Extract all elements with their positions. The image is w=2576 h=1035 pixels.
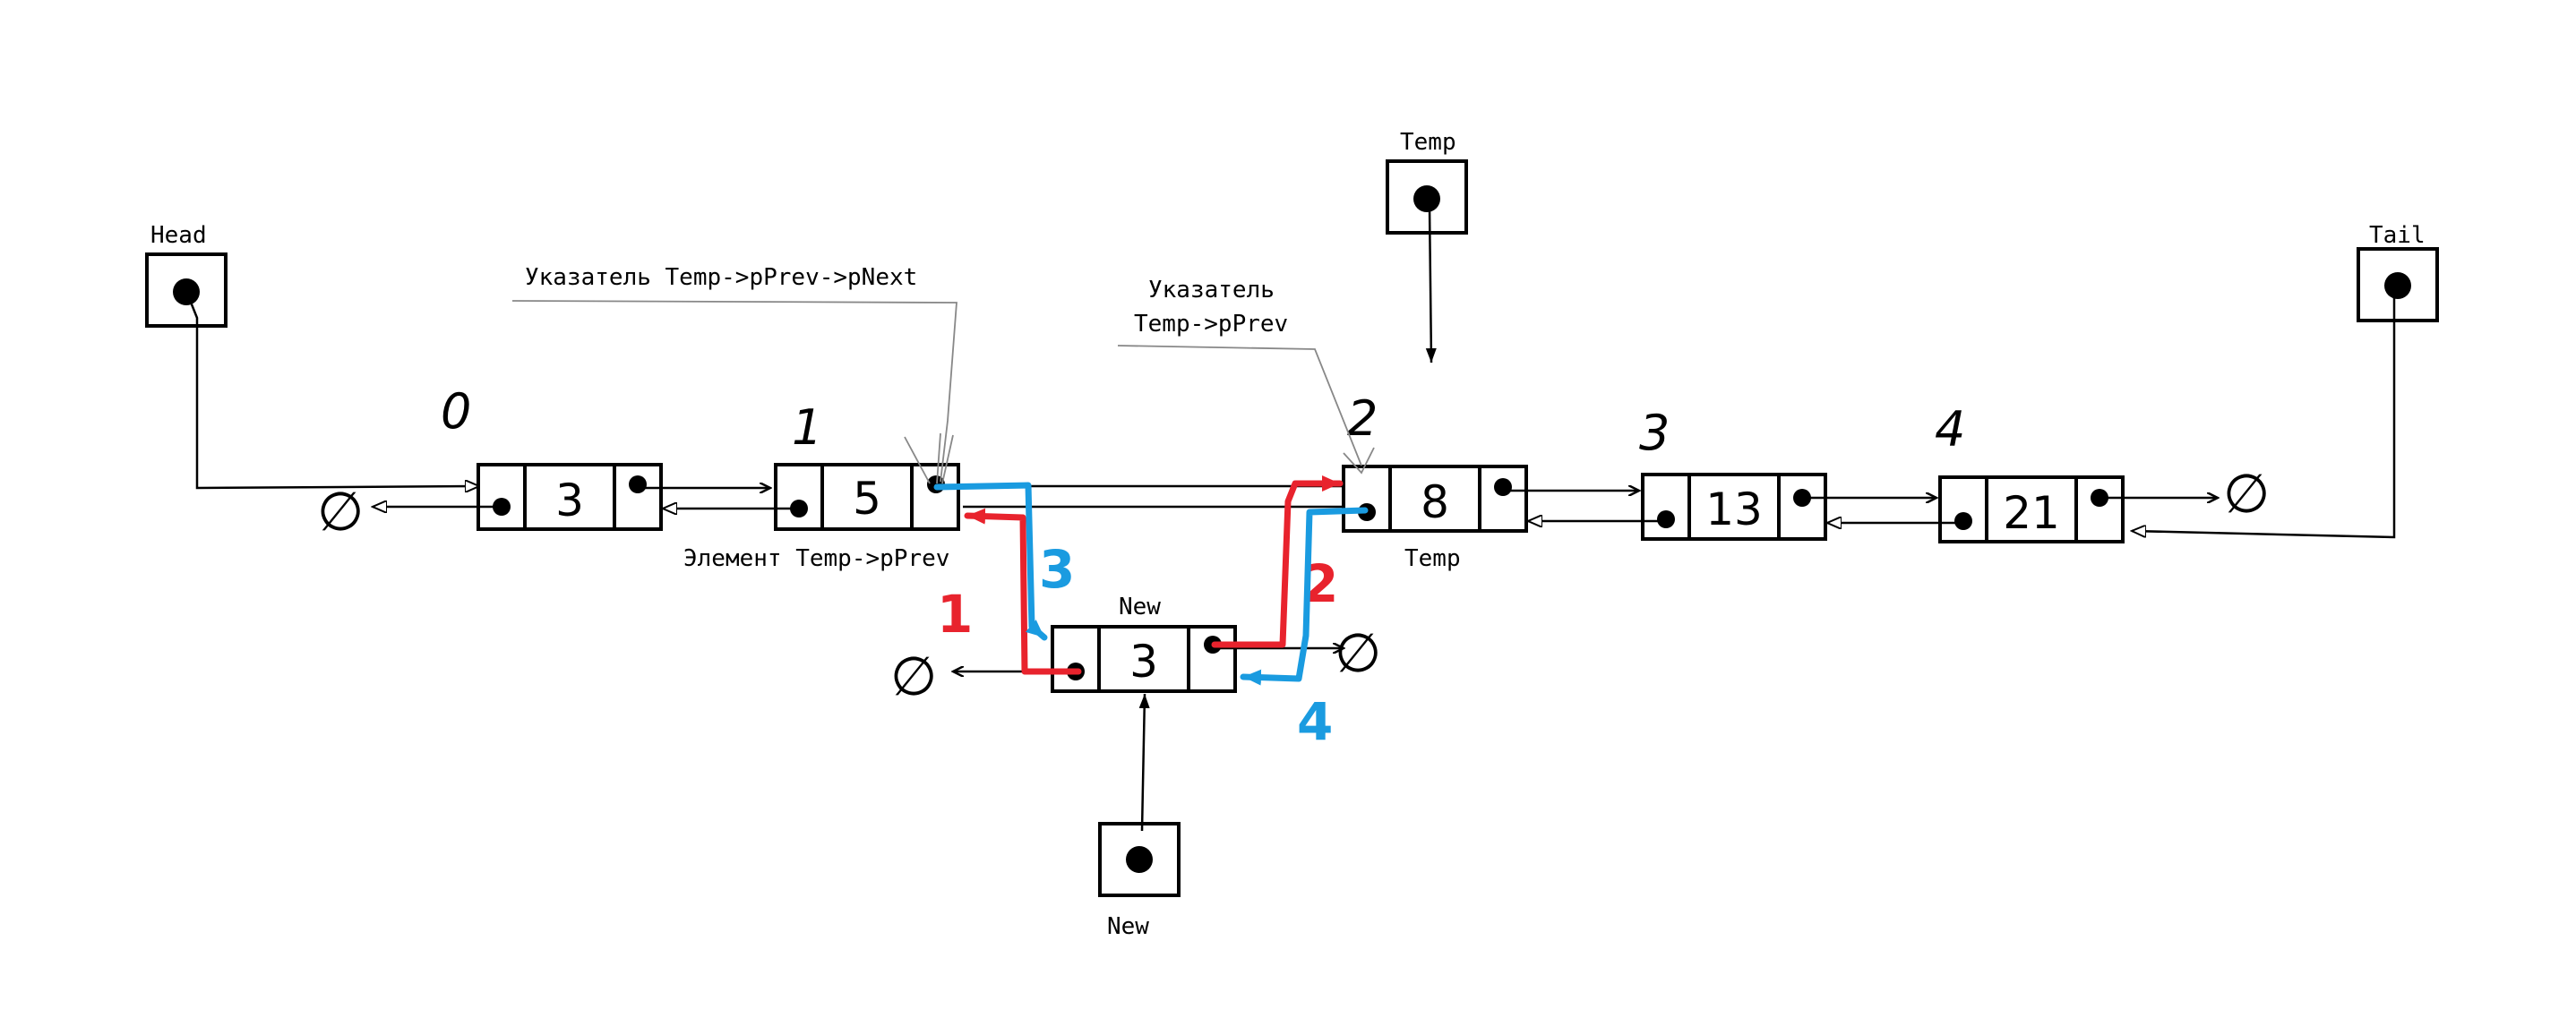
node-4-index: 4 xyxy=(1935,401,1965,458)
prev-next-pointer-scribble xyxy=(904,432,954,484)
node-2-box xyxy=(1342,465,1528,533)
prev-pointer-scribble xyxy=(1343,447,1375,475)
node-0-value: 3 xyxy=(555,475,584,526)
new-label: New xyxy=(1107,913,1149,940)
node-4: 4 21 xyxy=(1935,401,2125,543)
new-node-prev-null: ∅ xyxy=(890,646,937,708)
step-2-path xyxy=(1211,475,1344,648)
head-box xyxy=(145,252,228,328)
new-link xyxy=(1138,693,1150,832)
temp-label: Temp xyxy=(1400,129,1456,156)
node-3-value: 13 xyxy=(1705,483,1763,535)
node-3: 3 13 xyxy=(1639,405,1827,541)
new-pointer: New xyxy=(1098,822,1181,940)
node-2-index: 2 xyxy=(1347,390,1378,447)
node-0-next-dot xyxy=(629,475,647,493)
temp-link xyxy=(1425,205,1437,364)
node-1-value: 5 xyxy=(853,473,881,525)
head-link xyxy=(186,295,479,488)
node-4-next-dot xyxy=(2091,489,2108,507)
node-1: 1 5 xyxy=(774,399,960,531)
prev-element-label: Элемент Temp->pPrev xyxy=(683,545,949,572)
prev-next-pointer-note: Указатель Temp->pPrev->pNext xyxy=(525,264,917,291)
step-3-path xyxy=(933,482,1048,641)
step-3-label: 3 xyxy=(1039,539,1075,600)
head-pointer: Head xyxy=(145,222,228,328)
temp-node-label: Temp xyxy=(1404,545,1461,572)
step-4-label: 4 xyxy=(1297,691,1333,752)
node-4-value: 21 xyxy=(2003,487,2060,539)
node-2-next-dot xyxy=(1494,478,1512,496)
node-1-box xyxy=(774,463,960,531)
node-3-index: 3 xyxy=(1639,405,1670,461)
new-node-next-null: ∅ xyxy=(1335,622,1381,685)
temp-dot xyxy=(1413,185,1440,212)
prev-next-pointer-leader xyxy=(511,300,957,483)
tail-label: Tail xyxy=(2369,222,2426,249)
new-node-value: 3 xyxy=(1129,636,1158,688)
node-4-box xyxy=(1938,475,2125,543)
new-node: New 3 xyxy=(1051,594,1237,693)
node-2: 2 8 xyxy=(1342,390,1528,533)
node-2-value: 8 xyxy=(1421,476,1449,528)
node-0: 0 3 xyxy=(441,383,663,531)
prev-pointer-note-line2: Temp->pPrev xyxy=(1134,311,1288,338)
node-4-prev-dot xyxy=(1954,512,1972,530)
prev-pointer-leader xyxy=(1117,345,1362,466)
node-0-prev-null: ∅ xyxy=(317,481,364,543)
node-3-prev-dot xyxy=(1657,510,1675,528)
temp-pointer: Temp xyxy=(1386,129,1468,235)
node-0-index: 0 xyxy=(441,383,471,440)
node-3-next-dot xyxy=(1793,489,1811,507)
step-1-label: 1 xyxy=(937,584,973,645)
new-node-label: New xyxy=(1119,594,1161,620)
head-label: Head xyxy=(150,222,207,249)
node-3-box xyxy=(1641,473,1827,541)
prev-pointer-note-line1: Указатель xyxy=(1148,277,1275,304)
tail-pointer: Tail xyxy=(2357,222,2439,322)
node-0-box xyxy=(477,463,663,531)
node-1-index: 1 xyxy=(792,399,822,456)
step-1-path xyxy=(964,508,1082,675)
new-node-box xyxy=(1051,625,1237,693)
node-4-next-null: ∅ xyxy=(2223,463,2270,526)
new-dot xyxy=(1126,846,1153,873)
tail-dot xyxy=(2384,272,2411,299)
tail-link xyxy=(2132,295,2396,539)
head-dot xyxy=(173,278,200,305)
step-4-path xyxy=(1240,507,1369,686)
